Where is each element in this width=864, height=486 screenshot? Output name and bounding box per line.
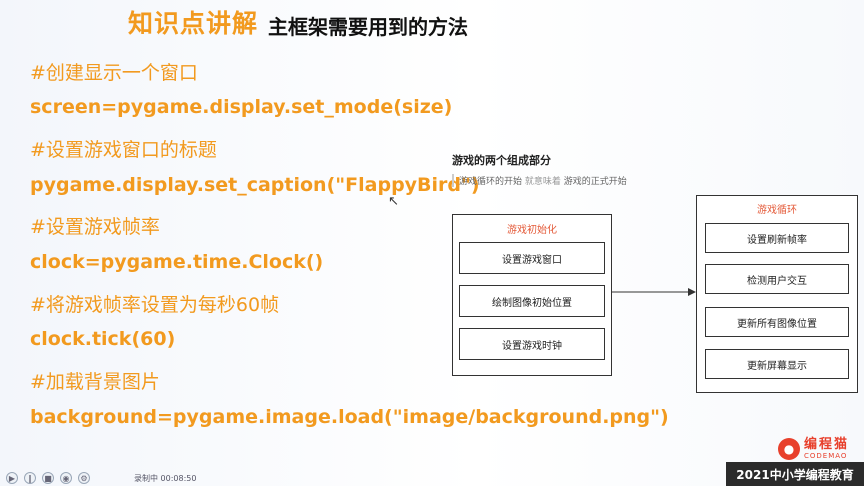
settings-icon[interactable]: ⚙ [78,472,90,484]
loop-step-user-input: 检测用户交互 [705,264,849,294]
code-image-load: background=pygame.image.load("image/back… [30,406,669,428]
init-step-window: 设置游戏窗口 [459,242,605,274]
code-clock-tick: clock.tick(60) [30,328,176,350]
slide-title: 知识点讲解 [128,9,259,38]
camera-icon[interactable]: ◉ [60,472,72,484]
loop-step-update-display: 更新屏幕显示 [705,349,849,379]
play-icon[interactable]: ▶ [6,472,18,484]
pause-icon[interactable]: ‖ [24,472,36,484]
mouse-cursor-icon: ↖ [388,194,399,209]
diagram-subtitle-a: 游戏循环的开始 [459,177,523,187]
code-set-mode: screen=pygame.display.set_mode(size) [30,96,453,118]
cat-logo-icon: ● [778,438,800,460]
recording-timer: 录制中 00:08:50 [134,473,197,483]
code-comment-set-title: #设置游戏窗口的标题 [30,139,217,161]
loop-step-update-positions: 更新所有图像位置 [705,307,849,337]
diagram-subtitle-c: 游戏的正式开始 [563,177,627,187]
init-step-image-position: 绘制图像初始位置 [459,285,605,317]
code-comment-frame-rate: #设置游戏帧率 [30,216,160,238]
code-comment-load-bg: #加载背景图片 [30,371,160,393]
loop-step-frame-rate: 设置刷新帧率 [705,223,849,253]
recording-toolbar: ▶ ‖ ■ ◉ ⚙ 录制中 00:08:50 [0,470,256,486]
diagram-subtitle-b: 就意味着 [524,177,561,187]
code-comment-create-window: #创建显示一个窗口 [30,62,198,84]
code-clock: clock=pygame.time.Clock() [30,251,324,273]
slide-subtitle: 主框架需要用到的方法 [268,15,469,39]
loop-group-title: 游戏循环 [757,205,797,216]
init-step-clock: 设置游戏时钟 [459,328,605,360]
logo-chinese-name: 编程猫 [804,437,850,452]
init-group-title: 游戏初始化 [507,225,557,236]
course-banner: 2021中小学编程教育 [726,462,864,486]
logo-english-name: CODEMAO [804,452,848,460]
loop-group: 游戏循环 设置刷新帧率 检测用户交互 更新所有图像位置 更新屏幕显示 [696,195,858,393]
code-set-caption: pygame.display.set_caption("FlappyBird") [30,174,480,196]
diagram-subtitle: 游戏循环的开始 就意味着 游戏的正式开始 [452,174,627,187]
stop-icon[interactable]: ■ [42,472,54,484]
slide-header: 知识点讲解 主框架需要用到的方法 [128,6,468,40]
diagram-connector [610,288,696,296]
codemao-logo: ● 编程猫 CODEMAO [778,438,849,460]
diagram-title: 游戏的两个组成部分 [452,154,551,167]
code-comment-60fps: #将游戏帧率设置为每秒60帧 [30,294,280,316]
init-group: 游戏初始化 设置游戏窗口 绘制图像初始位置 设置游戏时钟 [452,214,612,376]
game-structure-diagram: 游戏的两个组成部分 游戏循环的开始 就意味着 游戏的正式开始 游戏初始化 设置游… [444,148,864,398]
